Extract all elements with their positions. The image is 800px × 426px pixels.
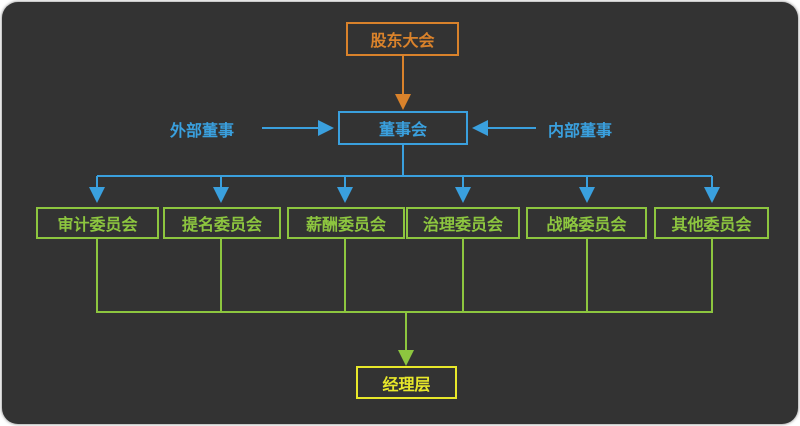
committee-nomination-box: 提名委员会 xyxy=(163,207,281,239)
committee-strategy-label: 战略委员会 xyxy=(546,215,627,234)
external-directors-label: 外部董事 xyxy=(170,121,235,140)
committee-compensation-label: 薪酬委员会 xyxy=(305,215,386,234)
committee-nomination-label: 提名委员会 xyxy=(181,215,262,234)
board-box: 董事会 xyxy=(338,111,468,145)
shareholders-meeting-box: 股东大会 xyxy=(346,22,459,56)
management-label: 经理层 xyxy=(382,374,431,394)
management-box: 经理层 xyxy=(356,366,457,399)
committee-other-box: 其他委员会 xyxy=(654,207,769,239)
committee-audit-label: 审计委员会 xyxy=(57,215,138,234)
committee-strategy-box: 战略委员会 xyxy=(526,207,647,239)
committee-governance-box: 治理委员会 xyxy=(406,207,520,239)
committee-other-label: 其他委员会 xyxy=(671,215,752,234)
internal-directors-label: 内部董事 xyxy=(548,121,613,140)
committee-governance-label: 治理委员会 xyxy=(422,215,503,234)
committee-compensation-box: 薪酬委员会 xyxy=(287,207,405,239)
board-label: 董事会 xyxy=(378,120,427,139)
shareholders-meeting-label: 股东大会 xyxy=(370,31,435,50)
committee-audit-box: 审计委员会 xyxy=(36,207,159,239)
